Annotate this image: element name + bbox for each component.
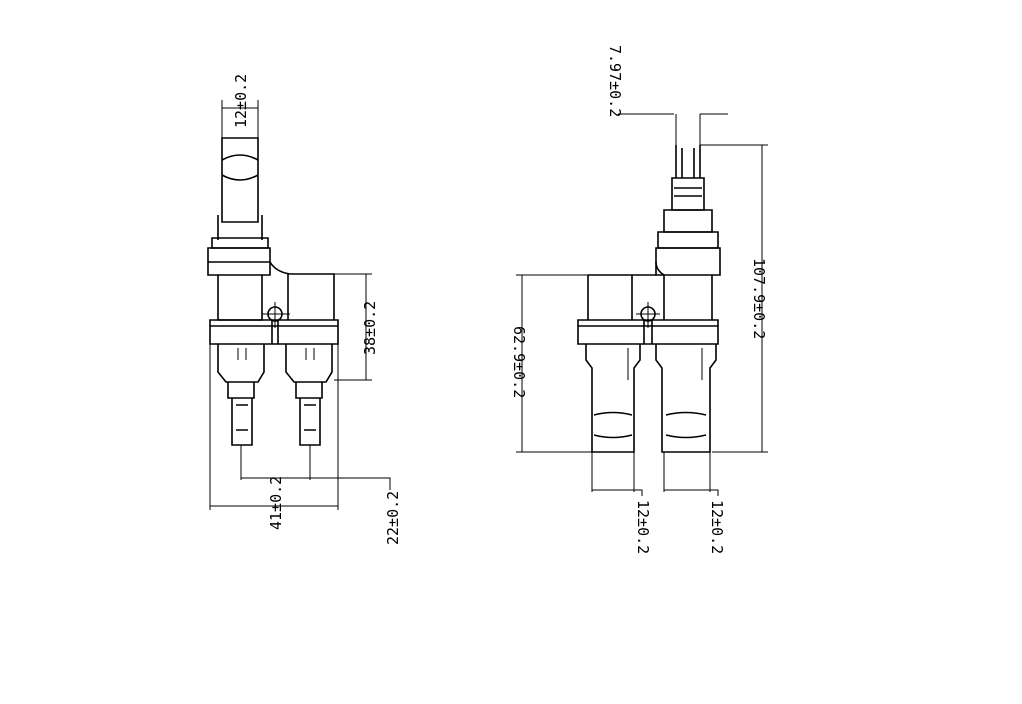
left-dim-width-label: 41±0.2 xyxy=(267,476,285,530)
right-view-connector xyxy=(577,145,721,453)
left-view-dimensions xyxy=(209,100,391,510)
right-dim-right-bottom-label: 12±0.2 xyxy=(708,500,726,554)
left-dim-height-label: 38±0.2 xyxy=(361,301,379,355)
left-dim-top-label: 12±0.2 xyxy=(232,74,250,128)
right-dim-left-bottom-label: 12±0.2 xyxy=(634,500,652,554)
left-dim-pitch-label: 22±0.2 xyxy=(384,491,402,545)
right-dim-total-label: 107.9±0.2 xyxy=(750,258,768,339)
right-dim-top-label: 7.97±0.2 xyxy=(606,45,624,117)
right-dim-mid-label: 62.9±0.2 xyxy=(510,326,528,398)
right-view-dimensions xyxy=(516,113,768,496)
left-view-connector xyxy=(207,137,339,446)
